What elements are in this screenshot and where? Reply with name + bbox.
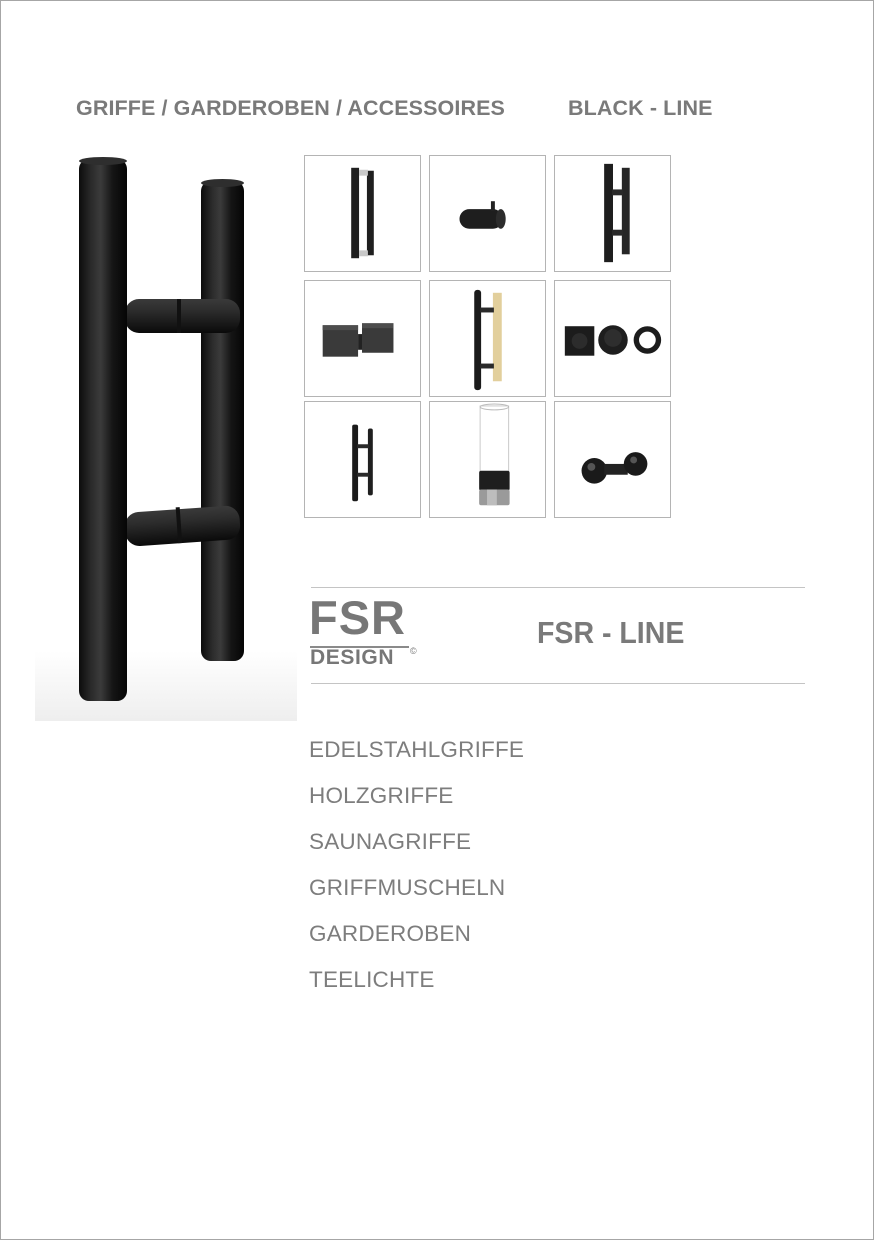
black-square-pull-handle-image[interactable]: [304, 155, 421, 272]
line-title: BLACK - LINE: [568, 96, 713, 120]
black-coat-hook-image[interactable]: [429, 155, 546, 272]
copyright-icon: ©: [410, 646, 417, 656]
logo-design-text: DESIGN: [310, 646, 395, 669]
black-wood-sauna-handle-image[interactable]: [429, 280, 546, 397]
category-teelichte[interactable]: TEELICHTE: [309, 967, 435, 992]
category-list: EDELSTAHLGRIFFE HOLZGRIFFE SAUNAGRIFFE G…: [309, 737, 524, 1013]
black-ball-knob-image[interactable]: [554, 401, 671, 518]
divider-bottom: [311, 683, 805, 684]
black-h-door-handle-image: [35, 151, 297, 721]
category-edelstahlgriffe[interactable]: EDELSTAHLGRIFFE: [309, 737, 525, 762]
logo-divider: [310, 646, 409, 648]
fsr-line-title: FSR - LINE: [537, 615, 685, 650]
category-holzgriffe[interactable]: HOLZGRIFFE: [309, 783, 454, 808]
fsr-design-logo: FSR DESIGN ©: [309, 593, 424, 673]
black-flush-pulls-image[interactable]: [554, 280, 671, 397]
black-cube-knob-pair-image[interactable]: [304, 280, 421, 397]
tealight-holder-image[interactable]: [429, 401, 546, 518]
divider-top: [311, 587, 805, 588]
category-saunagriffe[interactable]: SAUNAGRIFFE: [309, 829, 472, 854]
logo-fsr-text: FSR: [309, 591, 406, 644]
section-title: GRIFFE / GARDEROBEN / ACCESSOIRES: [76, 96, 505, 120]
category-griffmuscheln[interactable]: GRIFFMUSCHELN: [309, 875, 506, 900]
category-garderoben[interactable]: GARDEROBEN: [309, 921, 472, 946]
black-small-h-handle-image[interactable]: [304, 401, 421, 518]
black-square-h-handle-image[interactable]: [554, 155, 671, 272]
